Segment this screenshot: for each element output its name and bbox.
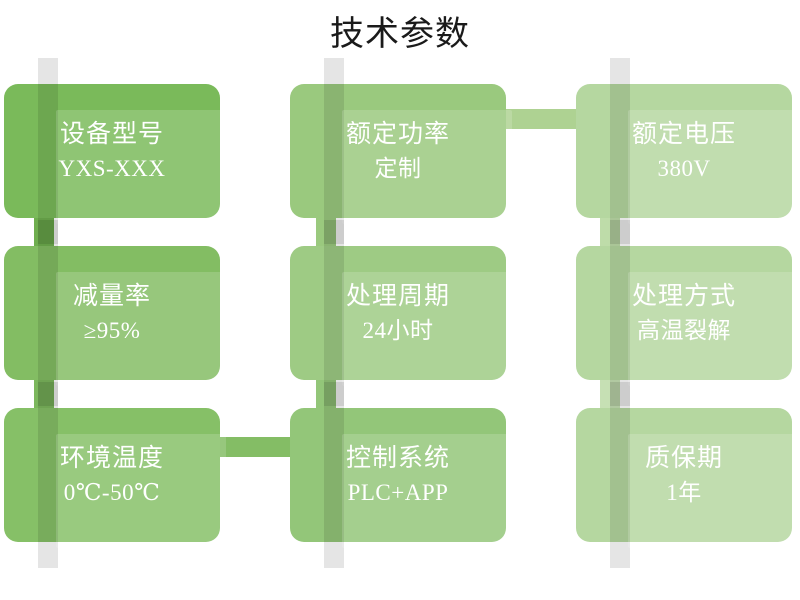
card-accent-bar bbox=[38, 220, 58, 406]
spec-label: 减量率 bbox=[72, 282, 151, 310]
card-overlay bbox=[342, 110, 512, 224]
spec-label: 处理方式 bbox=[631, 282, 736, 310]
spec-card-reduction[interactable]: 减量率 ≥95% bbox=[4, 220, 226, 406]
spec-label: 环境温度 bbox=[59, 444, 164, 472]
spec-label: 质保期 bbox=[644, 444, 723, 472]
spec-label: 处理周期 bbox=[345, 282, 450, 310]
card-overlay bbox=[342, 434, 512, 548]
spec-value: 24小时 bbox=[362, 317, 434, 343]
card-overlay bbox=[342, 272, 512, 386]
spec-card-model[interactable]: 设备型号 YXS-XXX bbox=[4, 58, 226, 244]
spec-card-control[interactable]: 控制系统 PLC+APP bbox=[290, 382, 512, 568]
spec-label: 设备型号 bbox=[59, 120, 164, 148]
card-accent-bar bbox=[38, 382, 58, 568]
spec-card-rated-voltage[interactable]: 额定电压 380V bbox=[576, 58, 798, 244]
spec-card-cycle[interactable]: 处理周期 24小时 bbox=[290, 220, 512, 406]
page-title: 技术参数 bbox=[330, 14, 470, 54]
card-overlay bbox=[56, 434, 226, 548]
spec-card-warranty[interactable]: 质保期 1年 bbox=[576, 382, 798, 568]
card-accent-bar bbox=[610, 58, 630, 244]
card-overlay bbox=[628, 272, 798, 386]
spec-label: 额定电压 bbox=[631, 120, 736, 148]
spec-value: PLC+APP bbox=[347, 479, 449, 505]
card-accent-bar bbox=[38, 58, 58, 244]
spec-value: 0℃-50℃ bbox=[63, 479, 161, 505]
card-accent-bar bbox=[324, 382, 344, 568]
card-overlay bbox=[628, 110, 798, 224]
card-accent-bar bbox=[610, 220, 630, 406]
card-accent-bar bbox=[324, 220, 344, 406]
spec-value: 高温裂解 bbox=[637, 317, 731, 343]
spec-value: ≥95% bbox=[83, 317, 141, 343]
card-overlay bbox=[628, 434, 798, 548]
spec-value: YXS-XXX bbox=[58, 155, 166, 181]
spec-value: 1年 bbox=[666, 479, 702, 505]
card-overlay bbox=[56, 110, 226, 224]
spec-label: 额定功率 bbox=[345, 120, 450, 148]
spec-value: 定制 bbox=[374, 155, 422, 181]
spec-label: 控制系统 bbox=[345, 444, 450, 472]
card-accent-bar bbox=[610, 382, 630, 568]
card-accent-bar bbox=[324, 58, 344, 244]
spec-card-rated-power[interactable]: 额定功率 定制 bbox=[290, 58, 512, 244]
spec-card-method[interactable]: 处理方式 高温裂解 bbox=[576, 220, 798, 406]
spec-value: 380V bbox=[657, 155, 711, 181]
card-overlay bbox=[56, 272, 226, 386]
spec-card-temperature[interactable]: 环境温度 0℃-50℃ bbox=[4, 382, 226, 568]
